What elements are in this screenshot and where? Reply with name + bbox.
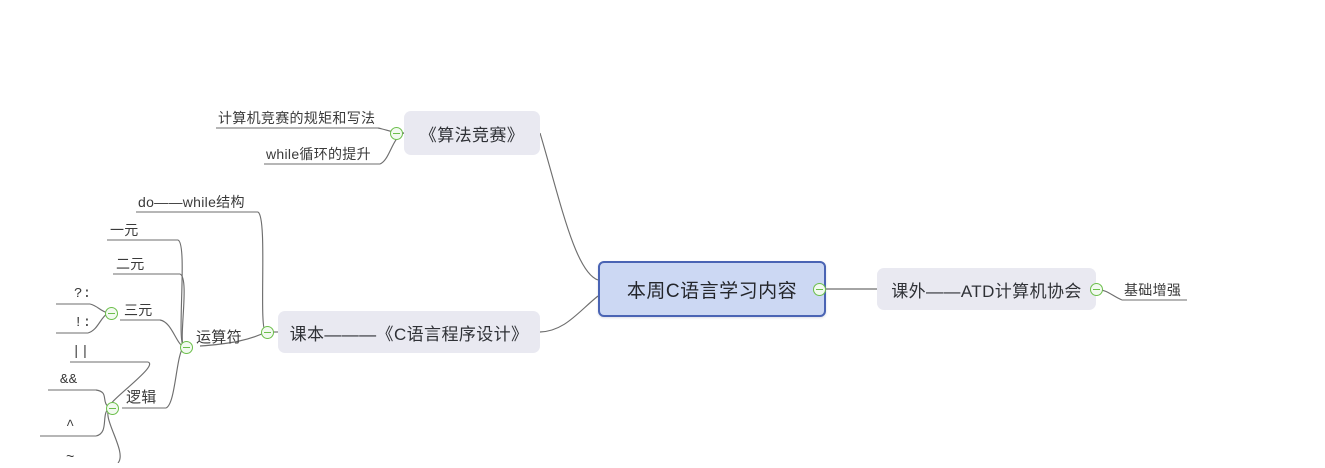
- collapse-toggle-logic[interactable]: [106, 402, 119, 415]
- node-ternary-op-conditional[interactable]: ?:: [74, 286, 104, 304]
- node-binary-label: 二元: [116, 255, 145, 272]
- node-binary[interactable]: 二元: [116, 252, 160, 274]
- node-contest-rules[interactable]: 计算机竞赛的规矩和写法: [218, 106, 380, 128]
- node-ternary[interactable]: 三元: [124, 298, 168, 320]
- node-ternary-label: 三元: [124, 301, 153, 318]
- node-logic-op-not-label: ~: [66, 449, 75, 466]
- node-operator[interactable]: 运算符: [196, 326, 256, 348]
- node-foundation-label: 基础增强: [1124, 281, 1182, 298]
- node-unary-label: 一元: [110, 221, 139, 238]
- node-foundation[interactable]: 基础增强: [1124, 278, 1194, 300]
- node-unary[interactable]: 一元: [110, 218, 154, 240]
- collapse-toggle-algorithm-contest[interactable]: [390, 127, 403, 140]
- edge-root-to-textbook: [539, 295, 599, 333]
- edge-operator-to-binary: [179, 273, 185, 348]
- node-logic-label: 逻辑: [126, 388, 157, 406]
- node-ternary-op-second[interactable]: !:: [74, 315, 104, 333]
- node-do-while-label: do——while结构: [138, 193, 245, 210]
- node-while-improve-label: while循环的提升: [266, 145, 371, 162]
- node-extracurricular-label: 课外——ATD计算机协会: [891, 281, 1082, 301]
- edge-operator-to-unary: [177, 239, 185, 348]
- edge-textbook-to-dowhile: [257, 211, 267, 333]
- node-logic-op-and-label: &&: [60, 371, 78, 388]
- node-while-improve[interactable]: while循环的提升: [266, 142, 382, 164]
- node-logic[interactable]: 逻辑: [126, 386, 170, 408]
- edge-root-to-algorithm-contest: [539, 132, 599, 281]
- root-node-label: 本周C语言学习内容: [626, 280, 798, 302]
- collapse-toggle-operator[interactable]: [180, 341, 193, 354]
- node-algorithm-contest-label: 《算法竞赛》: [419, 125, 525, 145]
- node-logic-op-and[interactable]: &&: [60, 372, 94, 390]
- node-algorithm-contest[interactable]: 《算法竞赛》: [404, 111, 540, 155]
- edge-logic-to-op4: [107, 407, 121, 463]
- collapse-toggle-textbook[interactable]: [261, 326, 274, 339]
- node-contest-rules-label: 计算机竞赛的规矩和写法: [218, 109, 376, 126]
- node-logic-op-or-label: ||: [72, 343, 90, 360]
- collapse-toggle-ternary[interactable]: [105, 307, 118, 320]
- node-logic-op-or[interactable]: ||: [72, 344, 102, 362]
- node-logic-op-xor[interactable]: ^: [66, 418, 96, 436]
- node-extracurricular[interactable]: 课外——ATD计算机协会: [877, 268, 1096, 310]
- node-operator-label: 运算符: [196, 328, 242, 346]
- node-do-while[interactable]: do——while结构: [138, 190, 260, 212]
- node-logic-op-not[interactable]: ~: [66, 450, 96, 468]
- node-textbook[interactable]: 课本———《C语言程序设计》: [278, 311, 540, 353]
- collapse-toggle-extracurricular[interactable]: [1090, 283, 1103, 296]
- node-ternary-op-second-label: !:: [74, 314, 92, 331]
- root-node[interactable]: 本周C语言学习内容: [598, 261, 826, 317]
- node-ternary-op-conditional-label: ?:: [74, 285, 92, 302]
- node-logic-op-xor-label: ^: [66, 417, 75, 434]
- node-textbook-label: 课本———《C语言程序设计》: [289, 324, 529, 344]
- collapse-toggle-root-right[interactable]: [813, 283, 826, 296]
